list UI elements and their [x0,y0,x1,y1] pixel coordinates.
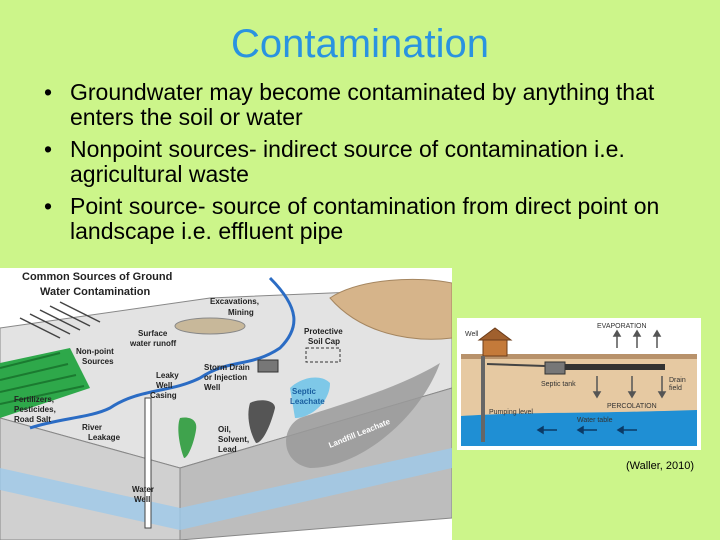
diagram-label: Protective [304,327,343,336]
diagram-label: or Injection [204,373,247,382]
bullet-text: Point source- source of contamination fr… [70,193,660,244]
diagram-label: Pesticides, [14,405,56,414]
bullet-icon: • [44,136,53,162]
diagram-label: Septic [292,387,317,396]
diagram-label: Oil, [218,425,231,434]
diagram-label: EVAPORATION [597,323,647,330]
diagram-label: Well [204,383,220,392]
diagram-label: Leaky [156,371,179,380]
diagram-label: Water [132,485,154,494]
diagram-label: Pumping level [489,409,533,416]
diagram-label: Excavations, [210,297,259,306]
diagram-label: Drain [669,377,686,384]
diagram-label: Lead [218,445,237,454]
diagram-label: Septic tank [541,381,576,388]
diagram-label: River [82,423,102,432]
diagram-label: Soil Cap [308,337,340,346]
diagram-label: PERCOLATION [607,403,657,410]
bullet-text: Nonpoint sources- indirect source of con… [70,136,625,187]
diagram-label: Water table [577,417,613,424]
diagram-label: Leakage [88,433,121,442]
slide-title: Contamination [231,22,489,66]
diagram-label: Road Salt [14,415,51,424]
diagram-label: Solvent, [218,435,249,444]
diagram-label: Sources [82,357,114,366]
diagram-label: Fertilizers, [14,395,54,404]
bullet-item: • Groundwater may become contaminated by … [44,80,684,130]
bullet-icon: • [44,193,53,219]
diagram-heading: Water Contamination [40,286,150,298]
bullet-list: • Groundwater may become contaminated by … [44,80,684,251]
diagram-heading: Common Sources of Ground [22,271,172,283]
diagram-label: Non-point [76,347,114,356]
bullet-item: • Point source- source of contamination f… [44,194,684,244]
diagram-label: Well [156,381,172,390]
diagram-label: Well [134,495,150,504]
septic-percolation-diagram: Well EVAPORATION Septic tank Drain field… [457,318,701,450]
bullet-text: Groundwater may become contaminated by a… [70,79,655,130]
bullet-icon: • [44,79,53,105]
citation: (Waller, 2010) [625,460,694,472]
diagram-label: Well [465,331,479,338]
diagram-label: Leachate [290,397,325,406]
diagram-label: Storm Drain [204,363,250,372]
diagram-label: water runoff [129,339,177,348]
bullet-item: • Nonpoint sources- indirect source of co… [44,137,684,187]
diagram-label: field [669,385,682,392]
diagram-label: Mining [228,308,254,317]
diagram-label: Surface [138,329,168,338]
diagram-label: Casing [150,391,177,400]
contamination-sources-diagram: Common Sources of Ground Water Contamina… [0,268,452,540]
